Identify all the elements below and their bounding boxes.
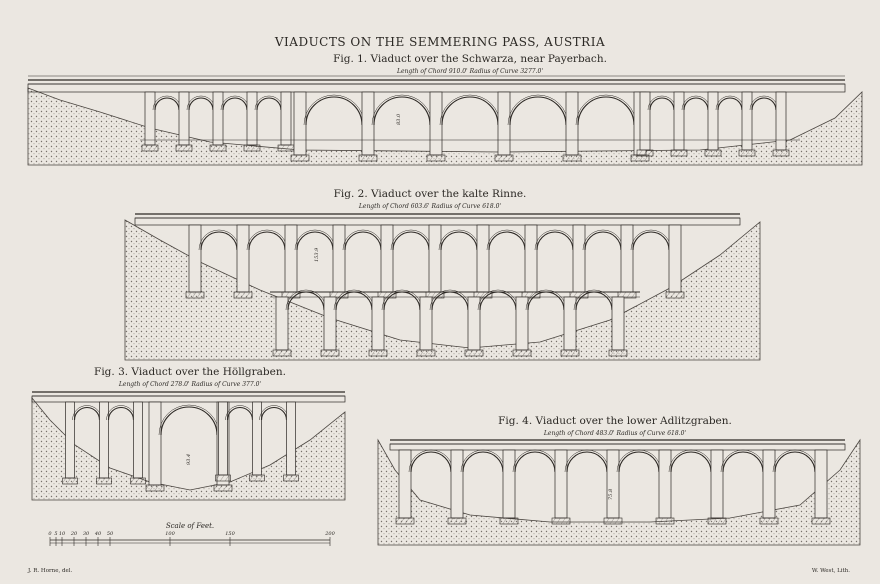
fig2-ground: [124, 219, 761, 361]
figure-2: Fig. 2. Viaduct over the kalte Rinne. Le…: [124, 188, 761, 361]
credit-right: W. West, Lith.: [812, 568, 850, 574]
scale-tick-label: 200: [324, 531, 335, 537]
fig3-viaduct: [31, 391, 346, 492]
fig1-dimensions: Length of Chord 910.0' Radius of Curve 3…: [396, 68, 543, 75]
fig3-ground: [31, 396, 346, 501]
scale-tick-label: 5: [54, 531, 57, 537]
fig1-arches: [141, 91, 790, 162]
fig4-ground: [377, 438, 861, 546]
fig3-dimensions: Length of Chord 278.0' Radius of Curve 3…: [118, 381, 262, 388]
fig2-arches-lower: [272, 289, 628, 357]
fig1-height: 83.0: [396, 113, 402, 125]
fig3-height: 93.4: [186, 454, 192, 465]
fig4-caption: Fig. 4. Viaduct over the lower Adlitzgra…: [498, 415, 732, 427]
fig2-caption: Fig. 2. Viaduct over the kalte Rinne.: [334, 188, 527, 200]
scale-tick-label: 40: [94, 531, 102, 537]
credit-left: J. R. Horne, del.: [27, 568, 72, 574]
fig4-arches: [395, 449, 831, 525]
fig4-dimensions: Length of Chord 483.0' Radius of Curve 6…: [543, 430, 687, 437]
scale-tick-label: 10: [59, 531, 66, 537]
fig3-arches: [62, 401, 299, 492]
scale-tick-label: 150: [225, 531, 235, 537]
fig2-arches-upper: [185, 224, 685, 299]
scale-tick-label: 0: [48, 531, 52, 537]
fig1-ground: [27, 87, 863, 166]
scale-tick-label: 20: [70, 531, 78, 537]
figure-3: Fig. 3. Viaduct over the Höllgraben. Len…: [31, 366, 346, 501]
fig1-caption: Fig. 1. Viaduct over the Schwarza, near …: [333, 53, 607, 65]
figure-4: Fig. 4. Viaduct over the lower Adlitzgra…: [377, 415, 861, 546]
scale-tick-label: 30: [83, 531, 90, 537]
scale-tick-label: 50: [107, 531, 114, 537]
fig3-caption: Fig. 3. Viaduct over the Höllgraben.: [94, 366, 286, 378]
figure-1: Fig. 1. Viaduct over the Schwarza, near …: [27, 53, 863, 166]
fig2-dimensions: Length of Chord 603.6' Radius of Curve 6…: [358, 203, 502, 210]
scale-tick-label: 100: [165, 531, 175, 537]
scale-label: Scale of Feet.: [166, 522, 214, 530]
fig2-viaduct: [134, 213, 741, 357]
fig4-height: 75.8: [608, 489, 614, 500]
fig1-viaduct: [27, 75, 846, 162]
fig2-height: 153.9: [314, 247, 320, 262]
fig4-viaduct: [389, 439, 846, 525]
plate-title: VIADUCTS ON THE SEMMERING PASS, AUSTRIA: [274, 35, 605, 49]
